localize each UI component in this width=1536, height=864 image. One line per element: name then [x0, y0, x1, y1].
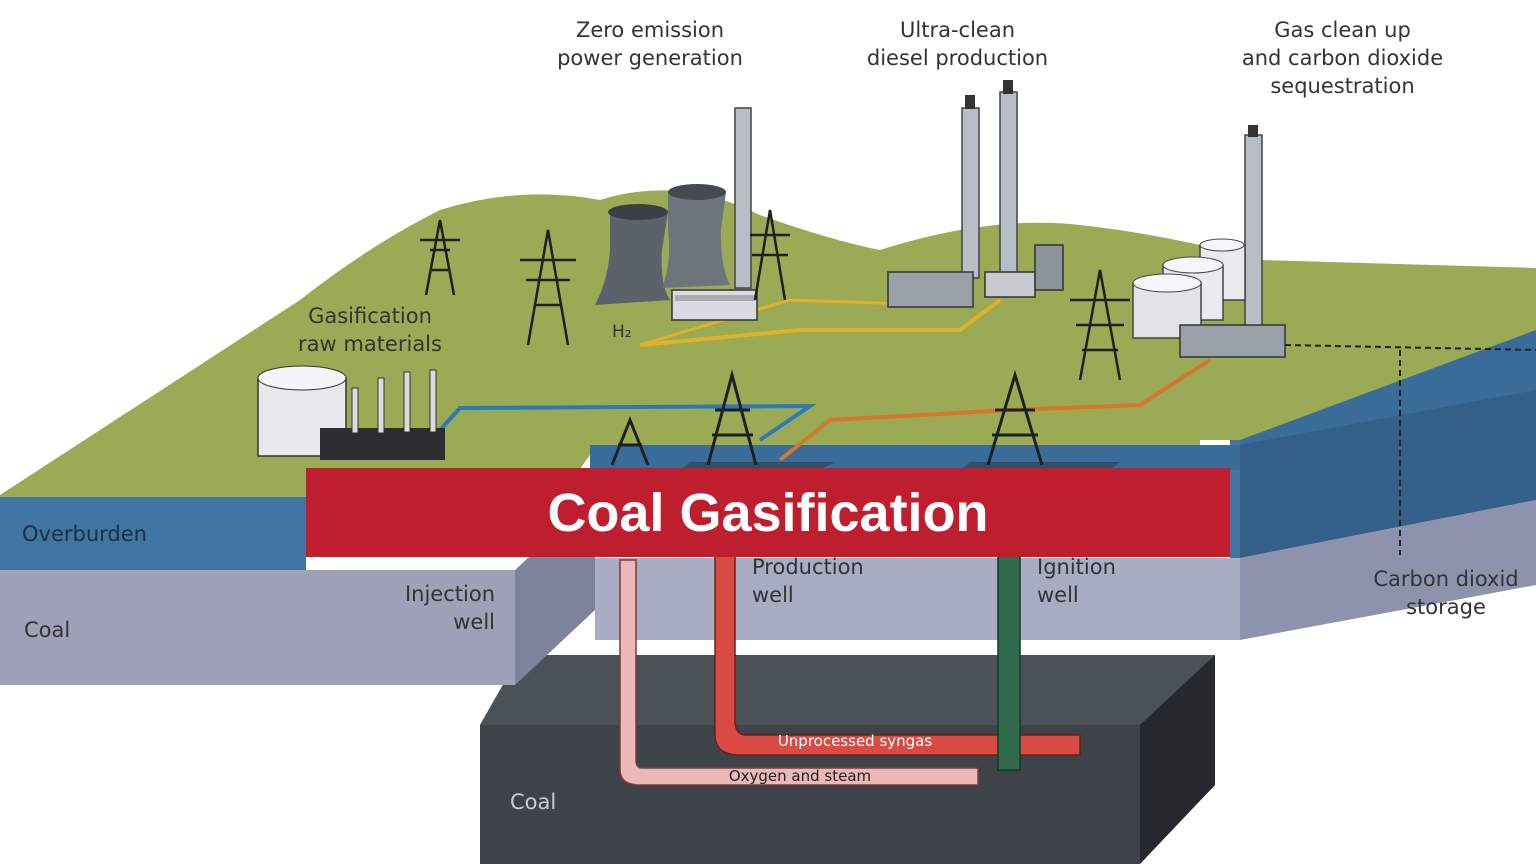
label-co2-storage: Carbon dioxid storage: [1373, 567, 1519, 619]
coal-seam-right: [595, 500, 1536, 640]
derrick-icons: [610, 369, 1044, 466]
label-overburden: Overburden: [22, 522, 147, 546]
label-zero-emission: Zero emission power generation: [557, 18, 743, 70]
co2-dashed-line: [1284, 344, 1536, 351]
hydrogen-line: [639, 298, 1002, 347]
title-text: Coal Gasification: [547, 482, 989, 543]
label-injection-well: Injection well: [404, 582, 495, 634]
power-plant: [595, 107, 758, 321]
title-banner: Coal Gasification: [306, 468, 1230, 557]
label-coal-upper: Coal: [24, 618, 71, 642]
gas-cleanup-plant: [1132, 125, 1286, 358]
label-ignition-well: Ignition well: [1037, 555, 1116, 607]
label-syngas: Unprocessed syngas: [777, 732, 933, 750]
label-coal-lower: Coal: [510, 790, 557, 814]
pylon-icons: [420, 209, 1130, 381]
lower-coal-block: [480, 655, 1215, 864]
label-ultra-clean: Ultra-clean diesel production: [866, 18, 1049, 70]
label-production-well: Production well: [752, 555, 864, 607]
underground-pipes: [619, 554, 1081, 786]
label-hydrogen: H₂: [612, 322, 632, 342]
diesel-plant: [887, 80, 1064, 308]
water-line: [438, 403, 817, 442]
raw-materials-facility: [257, 365, 445, 460]
label-gas-cleanup: Gas clean up and carbon dioxide sequestr…: [1241, 18, 1444, 98]
label-oxygen-steam: Oxygen and steam: [728, 767, 872, 785]
label-raw-materials: Gasification raw materials: [298, 304, 442, 356]
